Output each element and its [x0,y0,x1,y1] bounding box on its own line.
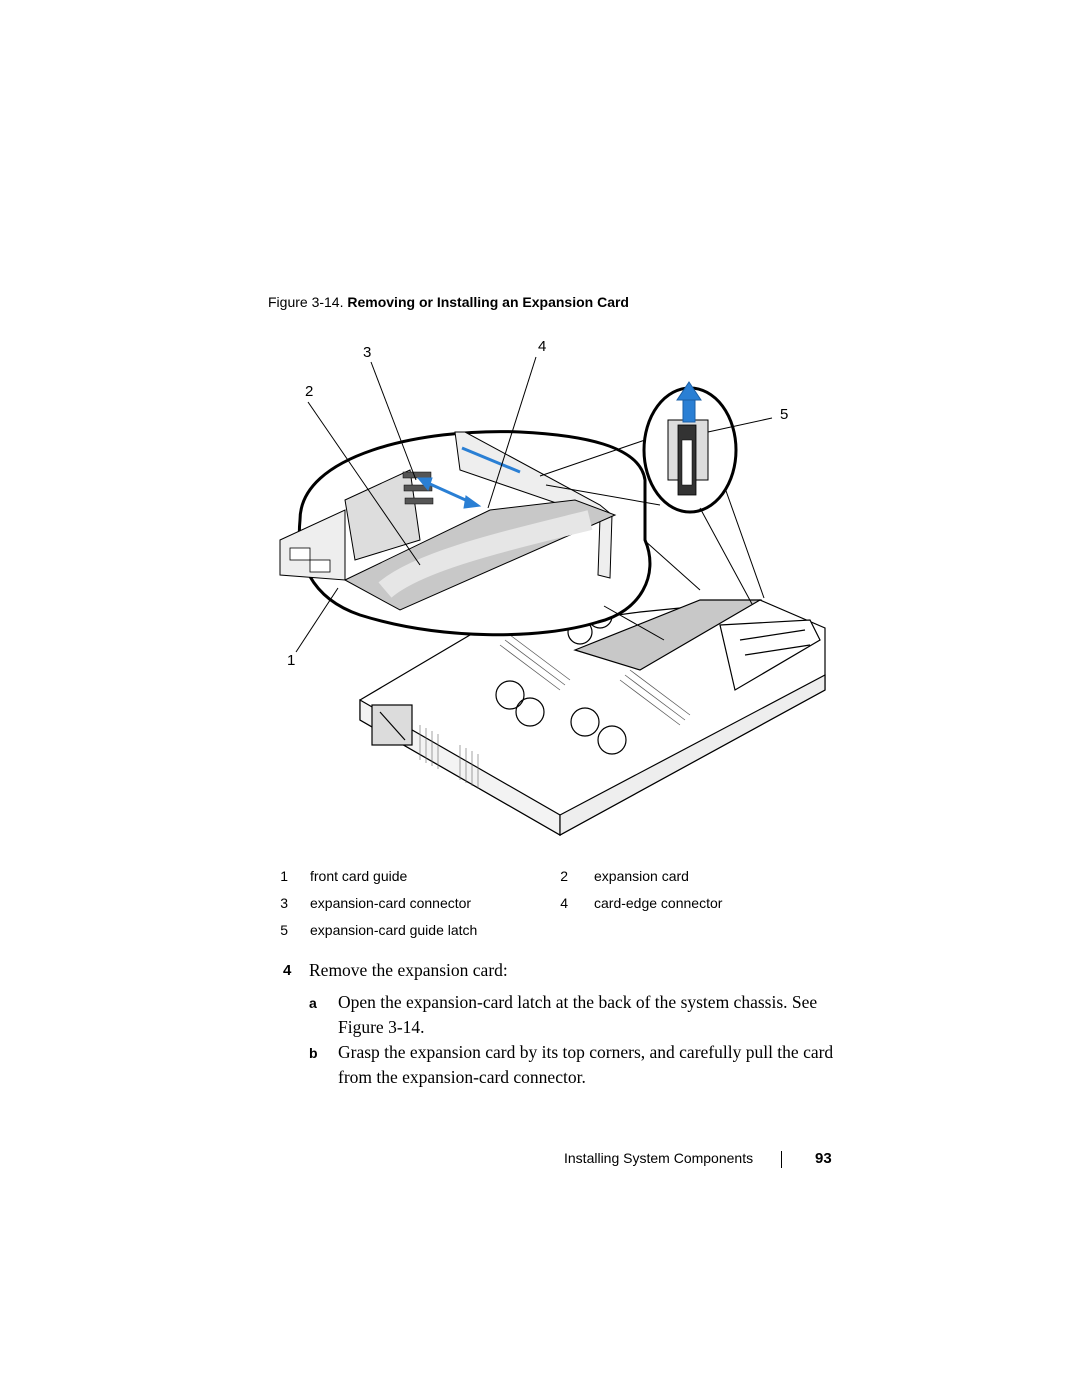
substep-text: Open the expansion-card latch at the bac… [338,992,818,1037]
page-number: 93 [815,1150,832,1167]
callout-5: 5 [780,406,789,423]
latch-up-arrow [676,381,702,423]
step-text: Remove the expansion card: [309,960,508,980]
figure-title: Removing or Installing an Expansion Card [347,294,629,310]
callout-2: 2 [305,383,314,400]
legend-label: expansion-card connector [310,895,472,911]
legend-label: card-edge connector [594,895,723,911]
step-number: 4 [283,962,292,979]
legend-number: 3 [280,895,288,911]
latch-detail [539,381,765,605]
legend-label: expansion card [594,868,689,884]
substep-text: Grasp the expansion card by its top corn… [338,1042,834,1087]
legend-number: 1 [280,868,288,884]
legend-number: 2 [560,868,568,884]
callout-1: 1 [287,652,296,669]
callout-4: 4 [538,338,547,355]
substep-letter: a [309,995,317,1011]
figure-number: Figure 3-14. [268,294,344,310]
magnified-view [279,430,701,641]
card-direction-arrow [416,477,482,509]
footer-divider [781,1151,782,1168]
callout-3: 3 [363,344,372,361]
figure-caption: Figure 3-14. Removing or Installing an E… [268,294,629,310]
legend-label: front card guide [310,868,408,884]
legend-label: expansion-card guide latch [310,922,478,938]
substep-letter: b [309,1045,318,1061]
callout-leaders [295,356,773,653]
system-chassis [359,599,826,837]
legend-number: 4 [560,895,568,911]
footer-section-title: Installing System Components [564,1150,754,1166]
legend-number: 5 [280,922,288,938]
